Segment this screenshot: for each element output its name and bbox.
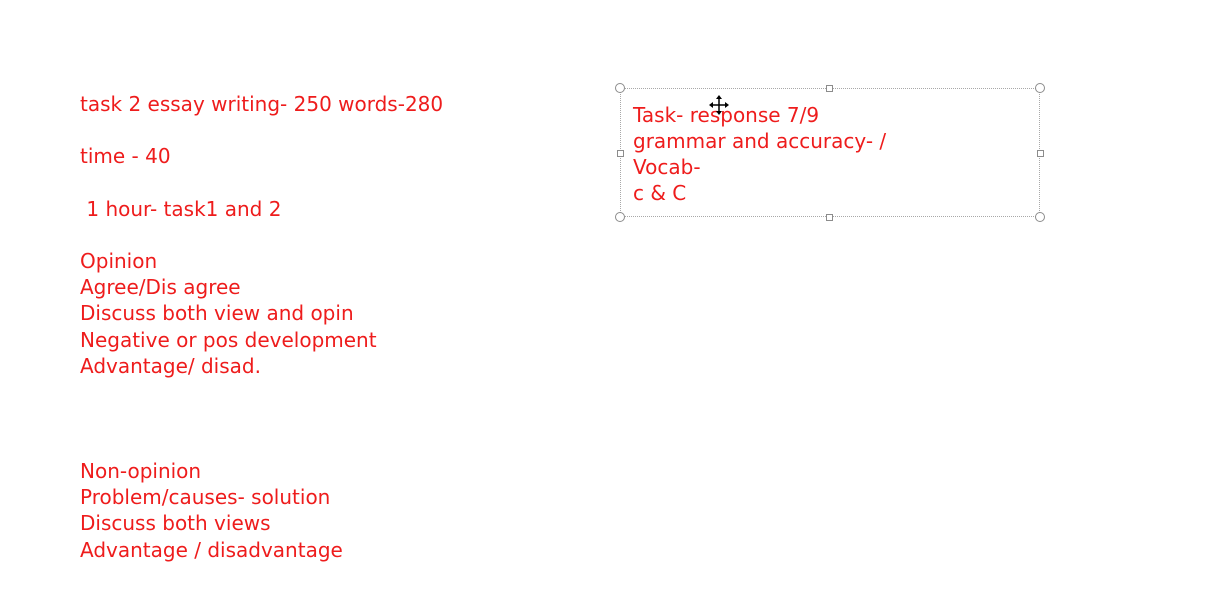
- resize-handle-left[interactable]: [617, 150, 624, 157]
- move-cursor-icon: [709, 95, 729, 115]
- note-time-line[interactable]: time - 40: [80, 144, 171, 168]
- note-task2-line[interactable]: task 2 essay writing- 250 words-280: [80, 92, 444, 116]
- opinion-item[interactable]: Agree/Dis agree: [80, 275, 241, 299]
- note-hour-line[interactable]: 1 hour- task1 and 2: [80, 197, 282, 221]
- resize-handle-bottom[interactable]: [826, 214, 833, 221]
- opinion-item[interactable]: Advantage/ disad.: [80, 354, 261, 378]
- opinion-item[interactable]: Discuss both view and opin: [80, 301, 354, 325]
- selected-text-box[interactable]: Task- response 7/9 grammar and accuracy-…: [620, 88, 1040, 217]
- non-opinion-item[interactable]: Discuss both views: [80, 511, 271, 535]
- opinion-item[interactable]: Negative or pos development: [80, 328, 377, 352]
- textbox-line[interactable]: Task- response 7/9: [633, 103, 820, 127]
- resize-handle-top-left[interactable]: [615, 83, 625, 93]
- resize-handle-bottom-left[interactable]: [615, 212, 625, 222]
- non-opinion-item[interactable]: Problem/causes- solution: [80, 485, 331, 509]
- resize-handle-bottom-right[interactable]: [1035, 212, 1045, 222]
- non-opinion-item[interactable]: Advantage / disadvantage: [80, 538, 343, 562]
- textbox-line[interactable]: Vocab-: [633, 155, 701, 179]
- resize-handle-top[interactable]: [826, 85, 833, 92]
- opinion-heading[interactable]: Opinion: [80, 249, 158, 273]
- textbox-line[interactable]: grammar and accuracy- /: [633, 129, 887, 153]
- non-opinion-heading[interactable]: Non-opinion: [80, 459, 202, 483]
- resize-handle-right[interactable]: [1037, 150, 1044, 157]
- textbox-line[interactable]: c & C: [633, 181, 687, 205]
- resize-handle-top-right[interactable]: [1035, 83, 1045, 93]
